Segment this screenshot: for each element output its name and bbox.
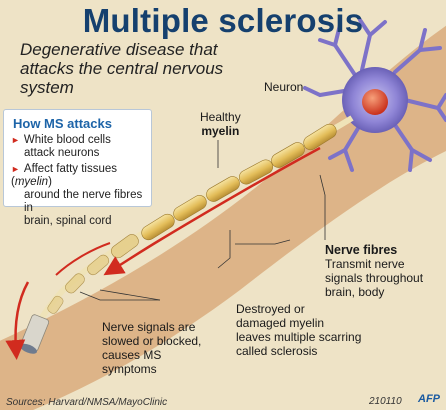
leader-lines <box>79 140 326 301</box>
healthy-myelin-segments <box>141 123 337 241</box>
destroyed-line: damaged myelin <box>236 316 325 330</box>
bullet-text: brain, spinal cord <box>24 215 112 227</box>
bullet-fatty-tissues: ►Affect fatty tissues (myelin) around th… <box>11 163 151 228</box>
label-myelin: myelin <box>201 124 240 138</box>
how-ms-attacks-box: How MS attacks ►White blood cells attack… <box>3 109 152 227</box>
signals-line: slowed or blocked, <box>102 334 202 348</box>
bullet-text: attack neurons <box>24 147 100 159</box>
destroyed-line: called sclerosis <box>236 344 318 358</box>
label-neuron: Neuron <box>264 80 304 94</box>
source-credit: Sources: Harvard/NMSA/MayoClinic <box>6 397 168 408</box>
page-title: Multiple sclerosis <box>82 2 364 39</box>
nerve-fibres-line: Transmit nerve <box>325 257 405 271</box>
bullet-white-blood-cells: ►White blood cells attack neurons <box>11 134 111 160</box>
signals-line: symptoms <box>102 362 157 376</box>
nerve-fibres-title: Nerve fibres <box>325 243 398 257</box>
graphic-code: 210110 <box>369 396 402 407</box>
damaged-myelin-segments <box>47 234 139 314</box>
destroyed-line: Destroyed or <box>236 302 305 316</box>
bullet-arrow-icon: ► <box>11 164 20 174</box>
nerve-fibres-line: brain, body <box>325 285 385 299</box>
destroyed-line: leaves multiple scarring <box>236 330 362 344</box>
signals-line: Nerve signals are <box>102 320 196 334</box>
agency-logo: AFP <box>418 393 440 405</box>
bullet-text: Affect fatty tissues ( <box>11 163 118 188</box>
label-nerve-signals: Nerve signals are slowed or blocked, cau… <box>102 320 201 376</box>
signal-arrow-upper <box>103 146 321 276</box>
bullet-text: around the nerve fibres in <box>24 189 143 214</box>
background-band <box>0 25 446 410</box>
neuron-dendrites <box>303 18 446 172</box>
neuron-nucleus <box>362 89 388 115</box>
bullet-text: ) <box>48 176 52 188</box>
bullet-text-myelin: myelin <box>14 176 49 188</box>
subtitle: Degenerative disease that attacks the ce… <box>20 40 224 97</box>
bullet-arrow-icon: ► <box>11 135 20 145</box>
how-ms-attacks-title: How MS attacks <box>13 116 112 131</box>
signals-line: causes MS <box>102 348 162 362</box>
bullet-text: White blood cells <box>23 134 111 146</box>
label-destroyed-myelin: Destroyed or damaged myelin leaves multi… <box>236 302 361 358</box>
label-healthy-myelin: Healthy myelin <box>200 110 241 138</box>
label-healthy: Healthy <box>200 110 241 124</box>
signal-arrow-lower <box>5 281 30 360</box>
label-nerve-fibres: Nerve fibres Transmit nerve signals thro… <box>325 243 423 299</box>
nerve-fibres-line: signals throughout <box>325 271 424 285</box>
signal-arrow-left <box>55 242 111 276</box>
